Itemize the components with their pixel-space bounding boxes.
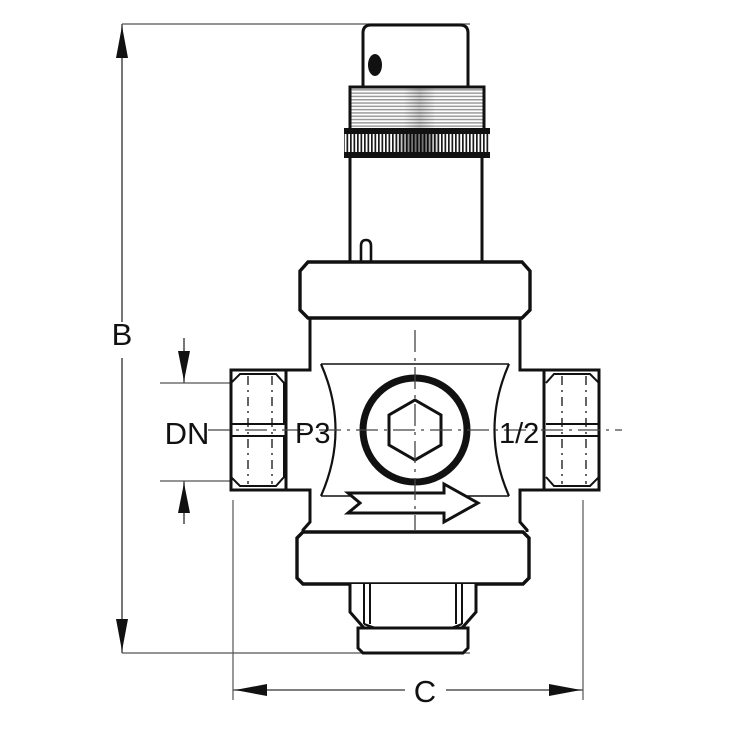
knurled-ring-bottom-band <box>344 152 490 158</box>
adjustment-cap <box>361 23 470 87</box>
dimension-c-arrow-left <box>235 684 267 696</box>
dimension-c-arrow-right <box>549 684 581 696</box>
bonnet-slot <box>359 238 373 262</box>
dimension-b-label: B <box>112 317 133 352</box>
dimension-dn-label: DN <box>165 416 210 451</box>
dimension-dn-arrow-upper <box>178 351 190 381</box>
centerlines <box>208 330 622 530</box>
dimension-b: B <box>112 23 470 654</box>
body-inner-arc-right <box>493 363 511 497</box>
flow-arrow <box>343 481 482 525</box>
dimension-b-arrow-bottom <box>116 619 128 651</box>
port-label-left: P3 <box>295 418 330 450</box>
knurled-ring-top-band <box>344 128 490 134</box>
bonnet-flange <box>298 260 532 320</box>
dimension-b-arrow-top <box>116 26 128 58</box>
dimension-dn-arrow-lower <box>178 483 190 513</box>
cap-indicator-dot <box>368 54 382 76</box>
bottom-cap <box>356 626 470 655</box>
dimension-c: C <box>232 500 584 709</box>
bonnet-walls <box>348 157 484 262</box>
port-label-right: 1/2 <box>499 418 539 450</box>
dimension-dn: DN <box>160 338 232 524</box>
valve-assembly <box>229 23 601 655</box>
bottom-flange <box>295 530 531 586</box>
bottom-hex-nut <box>348 584 478 630</box>
dimension-c-label: C <box>414 674 436 709</box>
ribbed-collar-shading <box>350 87 484 130</box>
